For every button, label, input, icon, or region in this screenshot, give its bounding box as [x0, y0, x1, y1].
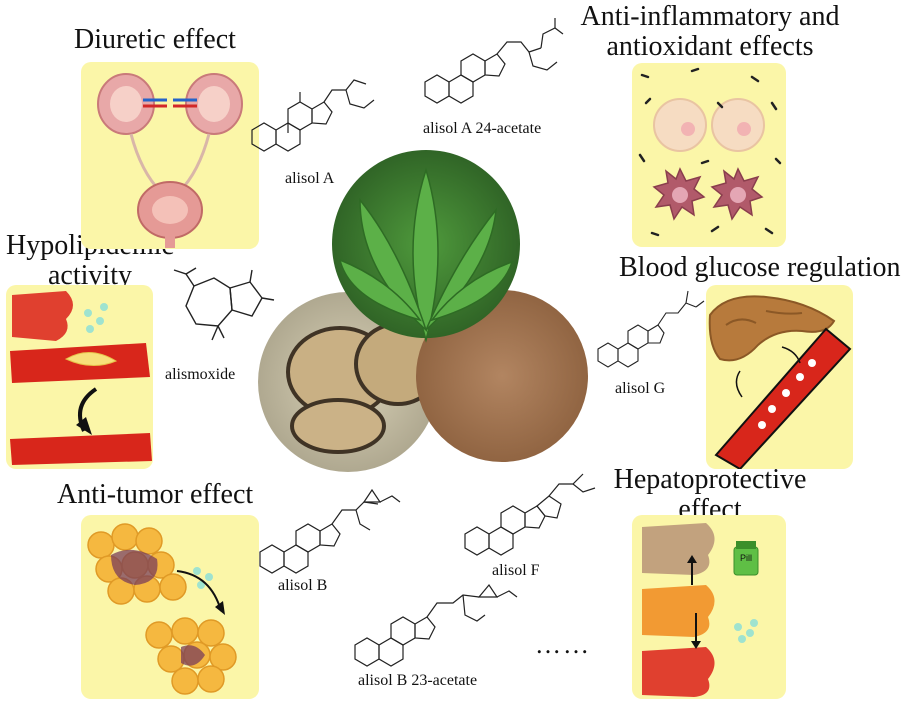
alisol-f-structure — [464, 473, 596, 556]
vessel-illustration — [10, 291, 152, 465]
alismoxide-label: alismoxide — [165, 366, 236, 383]
kidney-bladder-illustration — [97, 73, 243, 248]
anti-tumor-panel — [81, 515, 259, 699]
alisol-b-label: alisol B — [278, 577, 328, 594]
more-compounds-ellipsis: …… — [535, 630, 591, 659]
pancreas-shape — [708, 295, 836, 362]
alisol-a-24-acetate-label: alisol A 24-acetate — [423, 120, 542, 137]
blood-glucose-panel — [706, 285, 853, 471]
alisol-g-structure — [597, 290, 705, 368]
blood-glucose-heading: Blood glucose regulation — [619, 252, 901, 283]
pill-label: Pill — [739, 553, 752, 563]
powder-circle — [416, 290, 588, 462]
alismoxide-structure — [173, 267, 275, 341]
center-plant-images — [258, 150, 588, 472]
alisol-b-23-acetate-label: alisol B 23-acetate — [358, 672, 478, 689]
alisol-a-structure — [251, 79, 375, 152]
hepatoprotective-panel: Pill — [632, 515, 786, 699]
diuretic-heading: Diuretic effect — [74, 24, 236, 55]
liver-illustration — [642, 523, 759, 697]
anti-tumor-heading: Anti-tumor effect — [57, 479, 254, 510]
alisol-g-label: alisol G — [615, 380, 666, 397]
liver-shape — [12, 291, 73, 341]
recovering-liver-shape — [642, 585, 715, 637]
hepatoprotective-line1: Hepatoprotective — [613, 464, 807, 495]
healthy-liver-shape — [642, 647, 715, 697]
cells-illustration — [638, 67, 782, 237]
alisol-f-label: alisol F — [492, 562, 540, 579]
hypolipidemic-panel — [6, 285, 153, 469]
damaged-liver-shape — [642, 523, 715, 575]
alisol-b-23-acetate-structure — [354, 583, 518, 667]
tumor-cells-illustration — [87, 523, 237, 695]
alisol-a-24-acetate-structure — [424, 18, 564, 104]
pancreas-illustration — [708, 295, 852, 471]
anti-inflammatory-panel — [632, 63, 786, 247]
anti-inflammatory-line1: Anti-inflammatory and — [580, 1, 840, 32]
alisol-b-structure — [259, 488, 401, 574]
alisol-a-label: alisol A — [285, 170, 335, 187]
diuretic-panel — [81, 62, 259, 249]
anti-inflammatory-heading: Anti-inflammatory and antioxidant effect… — [560, 2, 860, 62]
anti-inflammatory-line2: antioxidant effects — [606, 31, 814, 62]
